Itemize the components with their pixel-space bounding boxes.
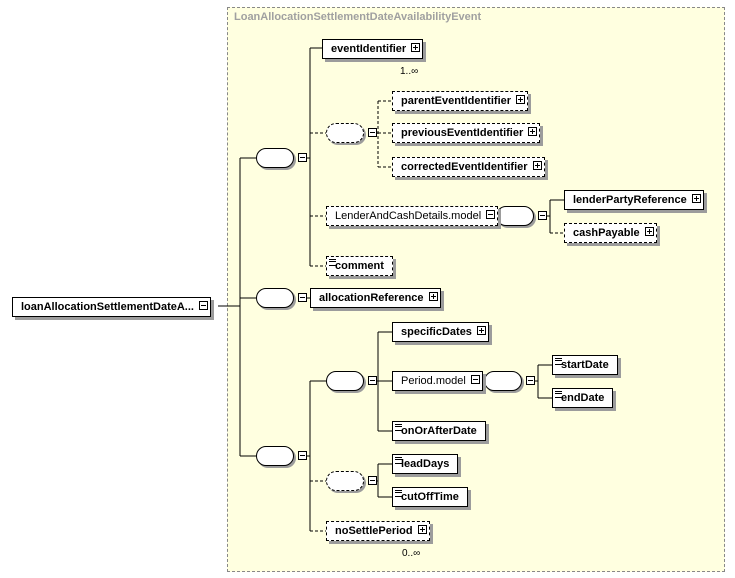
comment-label: comment bbox=[335, 260, 384, 272]
start-date-label: startDate bbox=[561, 359, 609, 371]
optional-sequence-compositor-2[interactable] bbox=[326, 471, 377, 491]
end-date-element[interactable]: endDate bbox=[552, 388, 614, 408]
simple-type-icon bbox=[329, 259, 336, 266]
allocation-reference-element[interactable]: allocationReference bbox=[310, 288, 441, 308]
expand-toggle[interactable] bbox=[476, 326, 486, 335]
root-element[interactable]: loanAllocationSettlementDateA... bbox=[12, 297, 211, 317]
no-settle-period-label: noSettlePeriod bbox=[335, 525, 413, 537]
simple-type-icon bbox=[555, 391, 562, 398]
expand-toggle[interactable] bbox=[516, 95, 526, 104]
specific-dates-element[interactable]: specificDates bbox=[392, 322, 489, 342]
collapse-toggle[interactable] bbox=[538, 211, 547, 220]
expand-toggle[interactable] bbox=[411, 43, 421, 52]
specific-dates-label: specificDates bbox=[401, 326, 472, 338]
collapse-toggle[interactable] bbox=[368, 476, 377, 485]
root-label: loanAllocationSettlementDateA... bbox=[21, 301, 194, 313]
start-date-element[interactable]: startDate bbox=[552, 355, 618, 375]
sequence-compositor-2[interactable] bbox=[256, 288, 307, 308]
optional-sequence-compositor[interactable] bbox=[326, 123, 377, 143]
previous-event-identifier-label: previousEventIdentifier bbox=[401, 127, 524, 139]
parent-event-identifier-element[interactable]: parentEventIdentifier bbox=[392, 91, 529, 111]
expand-toggle[interactable] bbox=[644, 227, 654, 236]
lender-and-cash-details-group[interactable]: LenderAndCashDetails.model bbox=[326, 206, 499, 226]
period-model-group[interactable]: Period.model bbox=[392, 371, 483, 391]
sequence-compositor-1[interactable] bbox=[256, 148, 307, 168]
collapse-toggle[interactable] bbox=[298, 451, 307, 460]
simple-type-icon bbox=[555, 358, 562, 365]
collapse-toggle[interactable] bbox=[470, 375, 480, 384]
corrected-event-identifier-element[interactable]: correctedEventIdentifier bbox=[392, 157, 545, 177]
sequence-compositor-3[interactable] bbox=[256, 446, 307, 466]
collapse-toggle[interactable] bbox=[298, 293, 307, 302]
no-settle-period-occurrence: 0..∞ bbox=[402, 548, 421, 559]
event-identifier-element[interactable]: eventIdentifier bbox=[322, 39, 424, 59]
event-identifier-label: eventIdentifier bbox=[331, 43, 407, 55]
comment-element[interactable]: comment bbox=[326, 256, 393, 276]
collapse-toggle[interactable] bbox=[368, 128, 377, 137]
event-identifier-occurrence: 1..∞ bbox=[400, 66, 419, 77]
collapse-toggle[interactable] bbox=[298, 153, 307, 162]
on-or-after-date-label: onOrAfterDate bbox=[401, 425, 477, 437]
period-sequence-compositor[interactable] bbox=[484, 371, 535, 391]
no-settle-period-element[interactable]: noSettlePeriod bbox=[326, 521, 430, 541]
expand-toggle[interactable] bbox=[691, 194, 701, 203]
collapse-toggle[interactable] bbox=[198, 301, 208, 310]
lender-and-cash-details-label: LenderAndCashDetails.model bbox=[335, 210, 482, 222]
expand-toggle[interactable] bbox=[532, 161, 542, 170]
previous-event-identifier-element[interactable]: previousEventIdentifier bbox=[392, 123, 541, 143]
on-or-after-date-element[interactable]: onOrAfterDate bbox=[392, 421, 486, 441]
model-title: LoanAllocationSettlementDateAvailability… bbox=[234, 11, 482, 23]
expand-toggle[interactable] bbox=[528, 127, 538, 136]
cash-payable-label: cashPayable bbox=[573, 227, 640, 239]
corrected-event-identifier-label: correctedEventIdentifier bbox=[401, 161, 528, 173]
lender-sequence-compositor[interactable] bbox=[496, 206, 547, 226]
end-date-label: endDate bbox=[561, 392, 605, 404]
simple-type-icon bbox=[395, 490, 402, 497]
period-model-label: Period.model bbox=[401, 375, 466, 387]
simple-type-icon bbox=[395, 457, 402, 464]
lead-days-label: leadDays bbox=[401, 458, 450, 470]
cash-payable-element[interactable]: cashPayable bbox=[564, 223, 657, 243]
collapse-toggle[interactable] bbox=[368, 376, 377, 385]
choice-compositor[interactable] bbox=[326, 371, 377, 391]
parent-event-identifier-label: parentEventIdentifier bbox=[401, 95, 512, 107]
allocation-reference-label: allocationReference bbox=[319, 292, 424, 304]
lender-party-reference-label: lenderPartyReference bbox=[573, 194, 687, 206]
collapse-toggle[interactable] bbox=[526, 376, 535, 385]
lead-days-element[interactable]: leadDays bbox=[392, 454, 459, 474]
simple-type-icon bbox=[395, 424, 402, 431]
collapse-toggle[interactable] bbox=[486, 210, 496, 219]
cut-off-time-element[interactable]: cutOffTime bbox=[392, 487, 468, 507]
lender-party-reference-element[interactable]: lenderPartyReference bbox=[564, 190, 704, 210]
expand-toggle[interactable] bbox=[417, 525, 427, 534]
cut-off-time-label: cutOffTime bbox=[401, 491, 459, 503]
expand-toggle[interactable] bbox=[428, 292, 438, 301]
